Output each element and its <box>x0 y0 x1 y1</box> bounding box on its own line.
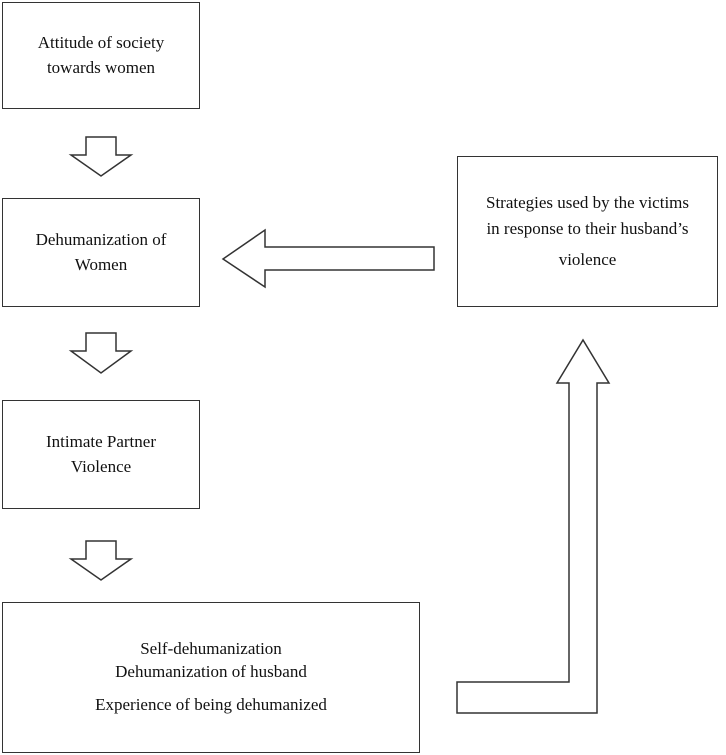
box-strategies-line-1: Strategies used by the victims <box>485 193 690 213</box>
box-outcomes-self-dehumanization: Self-dehumanization <box>140 639 282 659</box>
box-attitude-line-1: Attitude of society <box>37 32 165 52</box>
up-arrow-outcomes-to-strategies <box>456 338 611 714</box>
box-strategies-line-2: in response to their husband’s <box>486 218 689 238</box>
box-strategies-line-3: violence <box>558 250 617 270</box>
box-intimate-partner-violence: Intimate Partner Violence <box>2 400 200 509</box>
box-dehumanization-of-women: Dehumanization of Women <box>2 198 200 307</box>
down-arrow-ipv-to-outcomes <box>68 540 134 581</box>
box-ipv-line-2: Violence <box>70 456 132 476</box>
box-attitude-line-2: towards women <box>46 57 156 77</box>
box-dehumanization-line-2: Women <box>74 254 128 274</box>
down-arrow-dehumanization-to-ipv <box>68 332 134 374</box>
box-attitude-of-society: Attitude of society towards women <box>2 2 200 109</box>
box-dehumanization-line-1: Dehumanization of <box>35 229 167 249</box>
down-arrow-attitude-to-dehumanization <box>68 136 134 177</box>
box-ipv-line-1: Intimate Partner <box>46 431 156 451</box>
box-outcomes-dehumanization-of-husband: Dehumanization of husband <box>115 662 307 682</box>
box-strategies-used-by-victims: Strategies used by the victims in respon… <box>457 156 718 307</box>
box-outcomes: Self-dehumanization Dehumanization of hu… <box>2 602 420 753</box>
left-arrow-strategies-to-dehumanization <box>221 228 435 289</box>
box-outcomes-experience-dehumanized: Experience of being dehumanized <box>95 694 327 714</box>
